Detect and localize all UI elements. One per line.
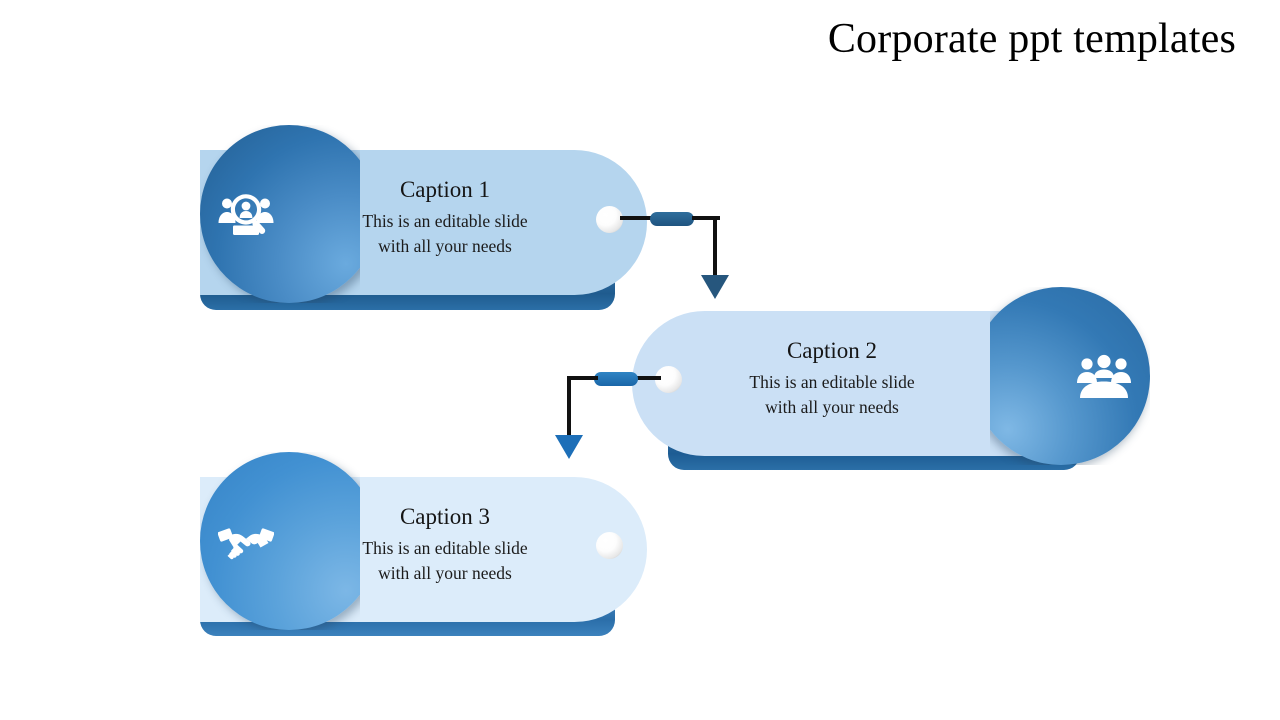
card-text-block: Caption 1 This is an editable slide with… xyxy=(320,175,570,259)
card-description-line-2: with all your needs xyxy=(378,236,512,256)
card-caption: Caption 2 xyxy=(786,338,878,363)
icon-disc xyxy=(200,125,360,303)
card-hole xyxy=(596,206,623,233)
card-description: This is an editable slide with all your … xyxy=(320,536,570,586)
people-group-icon xyxy=(1076,353,1132,401)
card-description: This is an editable slide with all your … xyxy=(707,370,957,420)
handshake-icon xyxy=(218,518,274,566)
card-description: This is an editable slide with all your … xyxy=(320,209,570,259)
connector-pill xyxy=(650,212,694,226)
card-text-block: Caption 3 This is an editable slide with… xyxy=(320,502,570,586)
card-description-line-1: This is an editable slide xyxy=(362,211,528,231)
connector-segment-horizontal-left xyxy=(620,216,652,220)
connector-segment-vertical xyxy=(567,376,571,436)
disc-shape xyxy=(200,452,360,630)
icon-disc xyxy=(990,287,1150,465)
card-caption: Caption 1 xyxy=(399,177,491,202)
connector-pill xyxy=(594,372,638,386)
connector-arrowhead-down xyxy=(701,275,729,299)
card-description-line-2: with all your needs xyxy=(378,563,512,583)
card-description-line-1: This is an editable slide xyxy=(749,372,915,392)
card-hole xyxy=(596,532,623,559)
card-caption: Caption 3 xyxy=(399,504,491,529)
connector-segment-horizontal-right xyxy=(692,216,720,220)
card-description-line-1: This is an editable slide xyxy=(362,538,528,558)
people-search-icon xyxy=(218,191,274,239)
page-title: Corporate ppt templates xyxy=(827,16,1236,62)
card-text-block: Caption 2 This is an editable slide with… xyxy=(707,336,957,420)
connector-segment-horizontal-right xyxy=(628,376,661,380)
connector-arrowhead-down xyxy=(555,435,583,459)
icon-disc xyxy=(200,452,360,630)
connector-segment-horizontal-left xyxy=(570,376,598,380)
card-description-line-2: with all your needs xyxy=(765,397,899,417)
connector-segment-vertical xyxy=(713,216,717,276)
